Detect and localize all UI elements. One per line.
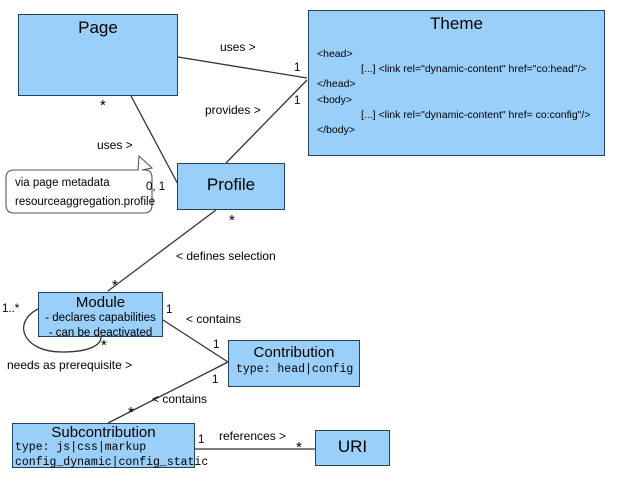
class-attr-contribution-1: type: head|config: [236, 363, 354, 377]
class-box-page[interactable]: Page: [18, 14, 178, 96]
theme-code-line-2: [...] <link rel="dynamic-content" href="…: [361, 63, 587, 76]
multiplicity-module-self-star: *: [101, 337, 107, 354]
callout-line-1: via page metadata: [15, 177, 110, 189]
relation-label-module-self-prerequisite: needs as prerequisite >: [7, 358, 133, 372]
relation-label-contribution-subcontribution-contains: < contains: [152, 392, 208, 406]
class-name-profile: Profile: [206, 175, 256, 194]
class-name-page: Page: [78, 18, 118, 37]
edge-profile-theme-provides: [225, 79, 308, 164]
class-attr-module-1: - declares capabilities: [45, 312, 156, 325]
multiplicity-contribution-contains-bottom-1: 1: [212, 374, 219, 386]
theme-code-line-1: <head>: [317, 48, 353, 60]
class-box-subcontribution[interactable]: Subcontribution type: js|css|markup conf…: [12, 423, 209, 470]
relation-label-page-theme-uses: uses >: [220, 40, 256, 54]
multiplicity-contribution-contains-top-1: 1: [213, 339, 220, 351]
callout-line-2: resourceaggregation.profile: [15, 196, 156, 208]
class-box-profile[interactable]: Profile: [177, 163, 285, 210]
theme-code-line-4: <body>: [317, 93, 353, 106]
edge-page-theme-uses: [177, 56, 308, 79]
class-box-uri[interactable]: URI: [315, 430, 390, 466]
relation-label-profile-theme-provides: provides >: [205, 103, 261, 117]
class-name-theme: Theme: [430, 14, 483, 33]
relation-label-profile-module-defines: < defines selection: [176, 249, 276, 263]
multiplicity-profile-uses-0-1: 0, 1: [146, 181, 166, 193]
theme-code-block: <head> [...] <link rel="dynamic-content"…: [317, 47, 590, 138]
multiplicity-module-self-1-star: 1..*: [2, 303, 20, 315]
relation-label-page-profile-uses: uses >: [97, 138, 133, 152]
edge-page-profile-uses: [130, 95, 181, 189]
class-box-module[interactable]: Module - declares capabilities - can be …: [38, 292, 163, 339]
theme-code-line-6: </body>: [317, 124, 355, 137]
multiplicity-module-top-star: *: [112, 277, 118, 294]
class-box-theme[interactable]: Theme <head> [...] <link rel="dynamic-co…: [308, 10, 605, 156]
relation-label-module-contribution-contains: < contains: [186, 312, 242, 326]
class-name-subcontribution: Subcontribution: [51, 424, 156, 441]
class-name-module: Module: [75, 294, 126, 311]
theme-code-line-5: [...] <link rel="dynamic-content" href= …: [361, 108, 591, 121]
multiplicity-subcontribution-references-1: 1: [198, 434, 205, 446]
class-name-contribution: Contribution: [253, 344, 335, 361]
multiplicity-theme-uses-1: 1: [294, 62, 301, 74]
relation-label-subcontribution-uri-references: references >: [219, 429, 287, 443]
multiplicity-profile-bottom-star: *: [229, 212, 235, 229]
class-attr-subcontribution-1: type: js|css|markup: [15, 441, 147, 455]
class-name-uri: URI: [337, 437, 368, 456]
multiplicity-uri-star: *: [296, 439, 302, 456]
multiplicity-module-contains-1: 1: [166, 304, 173, 316]
class-attr-subcontribution-2: config_dynamic|config_static: [15, 456, 209, 470]
multiplicity-theme-provides-1: 1: [294, 95, 301, 107]
multiplicity-page-bottom-star: *: [100, 97, 106, 114]
multiplicity-subcontribution-top-star: *: [128, 404, 134, 421]
theme-code-line-3: </head>: [317, 78, 356, 91]
class-box-contribution[interactable]: Contribution type: head|config: [228, 340, 360, 387]
